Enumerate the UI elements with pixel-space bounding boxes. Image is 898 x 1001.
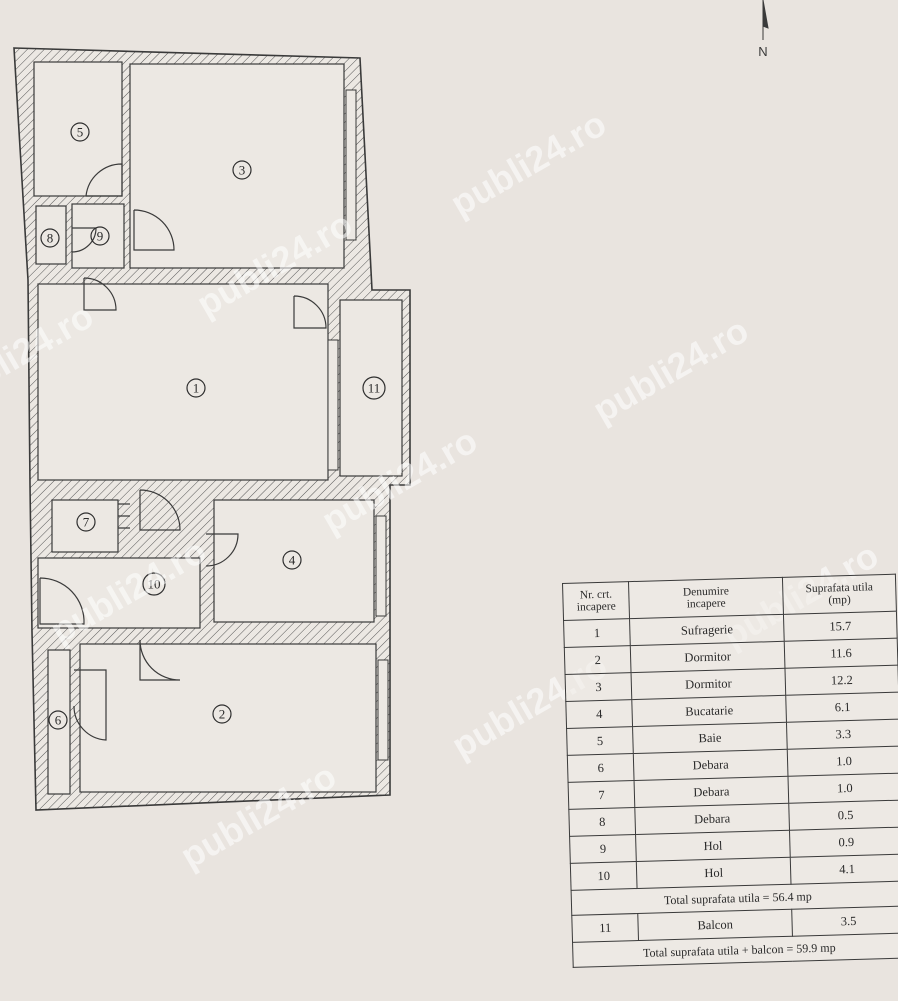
cell-nr: 4 [565, 699, 633, 729]
cell-name: Debara [633, 749, 788, 781]
cell-name: Hol [636, 857, 791, 889]
cell-name: Debara [634, 803, 790, 835]
room-7-area [51, 499, 119, 553]
doors [39, 163, 327, 741]
cell-nr: 3 [565, 672, 632, 702]
room-1-area [37, 283, 329, 481]
room-label-3: 3 [232, 160, 252, 180]
room-label-6-text: 6 [55, 713, 62, 728]
room-label-1-text: 1 [193, 381, 200, 396]
cell-area: 1.0 [787, 746, 898, 777]
room-label-11-text: 11 [368, 381, 381, 396]
room-2-area [79, 643, 377, 793]
window-room-3 [345, 89, 357, 241]
room-10-area [37, 557, 201, 629]
room-label-11: 11 [362, 376, 386, 400]
window-room-2 [377, 659, 389, 761]
room-label-4: 4 [282, 550, 302, 570]
cell-nr: 8 [568, 807, 636, 837]
room-label-2: 2 [212, 704, 232, 724]
room-11-area [339, 299, 403, 477]
north-label: N [758, 44, 767, 59]
door-room-6 [73, 669, 107, 741]
cell-name: Hol [635, 830, 791, 862]
cell-area: 4.1 [790, 854, 898, 885]
room-9-area [71, 203, 125, 269]
cell-nr: 11 [571, 913, 639, 943]
window-room-4 [375, 515, 387, 617]
door-room-11 [293, 295, 327, 329]
room-label-9-text: 9 [97, 229, 104, 244]
room-6-area [47, 649, 71, 795]
header-area-line2: (mp) [828, 593, 851, 607]
rooms [33, 61, 403, 795]
room-labels: 5 3 8 9 1 11 7 10 [40, 122, 386, 730]
header-nr-line2: incapere [576, 600, 616, 614]
cell-nr: 6 [567, 753, 635, 783]
cell-name: Dormitor [631, 668, 786, 700]
cell-name: Baie [632, 722, 788, 754]
cell-area: 6.1 [785, 692, 898, 723]
cell-name: Balcon [637, 909, 793, 941]
cell-nr: 5 [566, 726, 634, 756]
watermark-text: publi24.ro [443, 103, 612, 225]
room-label-8-text: 8 [47, 231, 54, 246]
room-4-area [213, 499, 375, 623]
room-label-2-text: 2 [219, 707, 226, 722]
watermark-text: publi24.ro [586, 309, 755, 431]
cell-area: 0.9 [789, 827, 898, 858]
room-label-6: 6 [48, 710, 68, 730]
cell-area: 12.2 [784, 665, 898, 696]
cell-nr: 7 [568, 780, 635, 810]
cell-nr: 1 [563, 618, 631, 648]
header-name: Denumire incapere [628, 577, 784, 619]
cell-nr: 2 [564, 645, 632, 675]
windows [327, 89, 389, 761]
cell-area: 11.6 [784, 638, 898, 669]
cell-name: Dormitor [630, 641, 785, 673]
room-5-area [33, 61, 123, 197]
cell-area: 1.0 [787, 773, 898, 804]
north-arrow: N [758, 0, 769, 59]
door-room-2 [139, 639, 181, 681]
cell-area: 15.7 [783, 611, 898, 642]
room-label-3-text: 3 [239, 163, 246, 178]
room-label-7: 7 [76, 512, 96, 532]
door-room-3 [133, 209, 175, 251]
door-room-4 [205, 533, 239, 567]
room-3-area [129, 63, 345, 269]
room-label-7-text: 7 [83, 515, 90, 530]
room-label-9: 9 [90, 226, 110, 246]
cell-area: 3.5 [791, 906, 898, 937]
room-label-5: 5 [70, 122, 90, 142]
room-label-1: 1 [186, 378, 206, 398]
cell-name: Sufragerie [629, 614, 785, 646]
door-room-1 [83, 277, 117, 311]
room-label-10: 10 [142, 572, 166, 596]
north-arrow-icon [762, 0, 769, 40]
cell-nr: 10 [570, 861, 638, 891]
window-room-11 [327, 339, 339, 471]
cell-nr: 9 [569, 834, 637, 864]
door-room-5 [85, 163, 123, 197]
room-label-10-text: 10 [148, 577, 161, 592]
door-room-10-top [139, 489, 181, 531]
area-table: Nr. crt. incapere Denumire incapere Supr… [562, 574, 898, 968]
room-label-8: 8 [40, 228, 60, 248]
room-label-5-text: 5 [77, 125, 84, 140]
door-entrance [39, 577, 85, 625]
cell-name: Bucatarie [631, 695, 787, 727]
header-nr: Nr. crt. incapere [562, 581, 630, 621]
header-area: Suprafata utila (mp) [782, 574, 897, 615]
cell-area: 3.3 [786, 719, 898, 750]
door-room-9 [71, 227, 97, 253]
cell-area: 0.5 [788, 800, 898, 831]
room-label-4-text: 4 [289, 553, 296, 568]
door-room-7 [118, 503, 130, 529]
cell-name: Debara [634, 776, 789, 808]
